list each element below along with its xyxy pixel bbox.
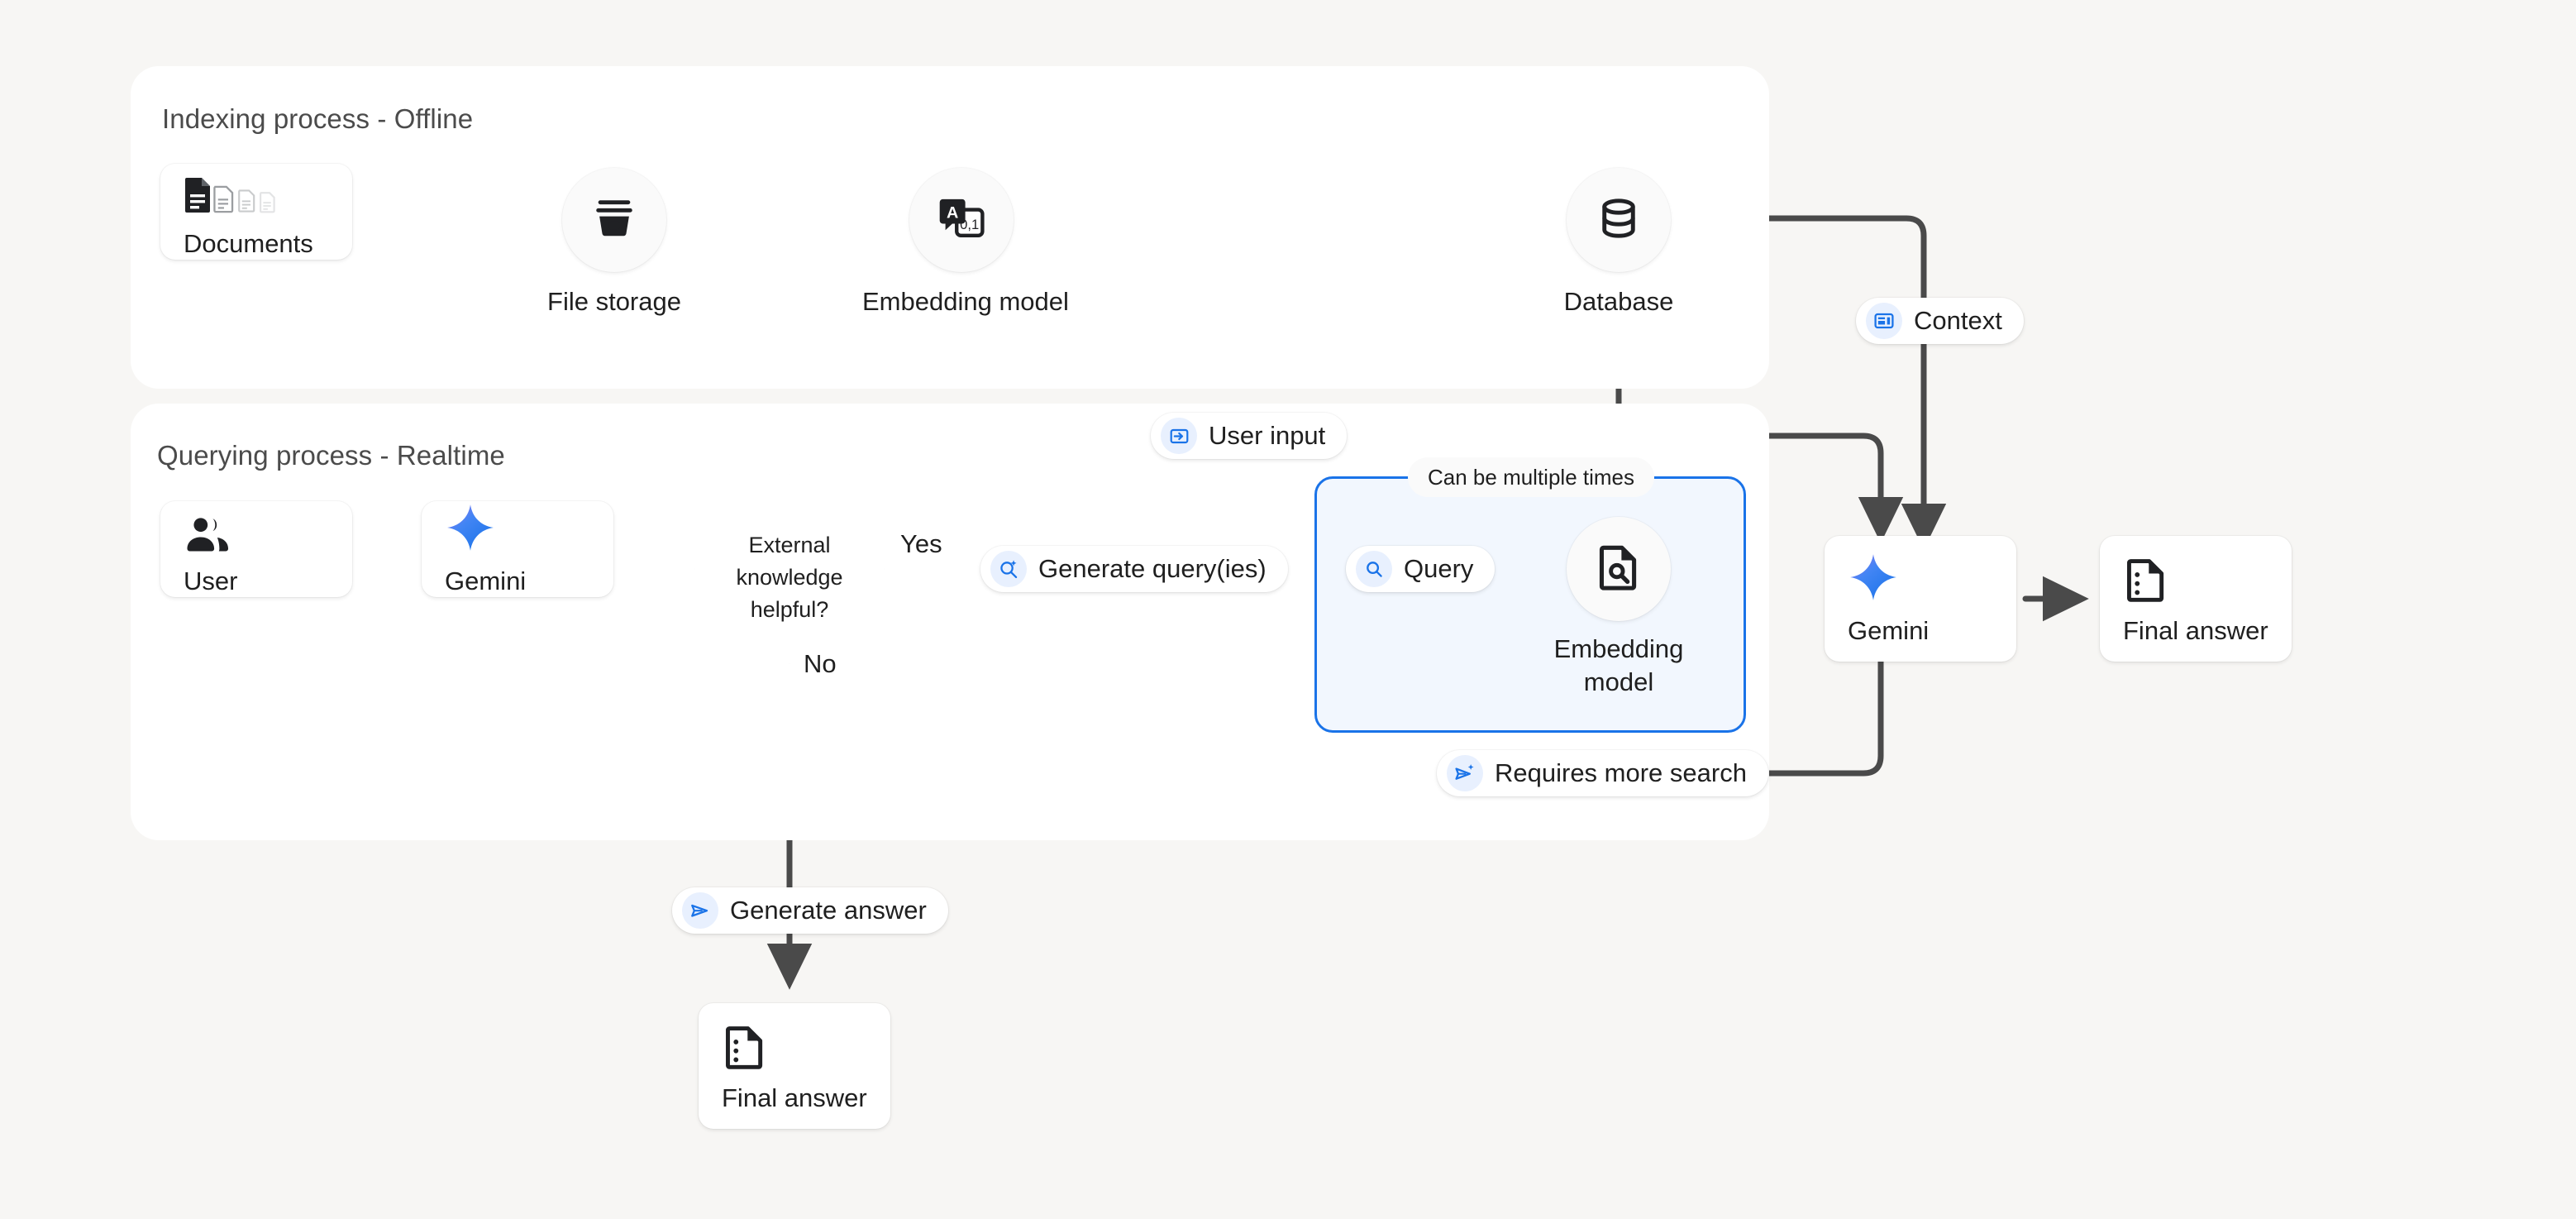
- database-label: Database: [1563, 287, 1674, 316]
- generate-query-pill-label: Generate query(ies): [1038, 554, 1267, 583]
- gemini-card-query-label: Gemini: [445, 566, 527, 596]
- gemini-card-query[interactable]: Gemini: [422, 501, 613, 597]
- generate-query-pill[interactable]: Generate query(ies): [980, 546, 1288, 592]
- generate-answer-pill[interactable]: Generate answer: [672, 887, 948, 934]
- context-pill[interactable]: Context: [1856, 298, 2024, 344]
- final-answer-card-right-label: Final answer: [2123, 616, 2268, 646]
- retrieval-loop-box: [1314, 476, 1746, 733]
- decision-line-3: helpful?: [750, 597, 829, 623]
- querying-panel-title: Querying process - Realtime: [157, 440, 505, 471]
- file-storage-icon: [590, 194, 638, 246]
- final-answer-card-bottom-label: Final answer: [722, 1083, 867, 1113]
- query-pill[interactable]: Query: [1346, 546, 1496, 592]
- requires-more-search-pill-label: Requires more search: [1495, 758, 1747, 787]
- documents-card[interactable]: Documents: [160, 164, 352, 260]
- file-storage-label: File storage: [547, 287, 681, 316]
- context-card-icon: [1866, 303, 1902, 339]
- embedding-model-node-indexing[interactable]: 0,1 A: [909, 168, 1014, 272]
- search-icon: [1356, 551, 1392, 587]
- gemini-card-right-label: Gemini: [1848, 616, 1930, 646]
- input-arrow-icon: [1161, 418, 1197, 454]
- query-pill-label: Query: [1404, 554, 1474, 583]
- gemini-card-right[interactable]: Gemini: [1825, 536, 2016, 662]
- gemini-sparkle-icon: [445, 502, 590, 553]
- user-input-pill[interactable]: User input: [1151, 413, 1348, 459]
- translate-embedding-icon: 0,1 A: [937, 194, 986, 247]
- user-group-icon: [184, 502, 329, 553]
- user-card-label: User: [184, 566, 238, 596]
- final-answer-doc-icon: [722, 1019, 867, 1070]
- final-answer-card-right[interactable]: Final answer: [2100, 536, 2292, 662]
- database-node[interactable]: [1567, 168, 1671, 272]
- decision-line-2: knowledge: [736, 565, 843, 590]
- final-answer-doc-icon: [2123, 552, 2268, 603]
- indexing-panel-title: Indexing process - Offline: [162, 103, 474, 134]
- user-card[interactable]: User: [160, 501, 352, 597]
- documents-icon: [184, 165, 329, 216]
- loop-note-pill: Can be multiple times: [1408, 457, 1654, 497]
- edge-label-yes: Yes: [900, 529, 942, 558]
- embedding-model-line-2: model: [1583, 667, 1654, 697]
- loop-note-label: Can be multiple times: [1428, 464, 1634, 490]
- user-input-pill-label: User input: [1209, 421, 1326, 450]
- search-sparkle-icon: [990, 551, 1027, 587]
- database-icon: [1596, 195, 1642, 246]
- edge-userinput-to-gemini-right: [1299, 433, 1904, 543]
- generate-answer-pill-label: Generate answer: [730, 896, 927, 925]
- send-sparkle-icon: [1447, 755, 1483, 791]
- embedding-model-node-query[interactable]: [1567, 517, 1671, 621]
- send-icon: [682, 892, 718, 929]
- context-pill-label: Context: [1914, 306, 2002, 335]
- embedding-model-label-indexing: Embedding model: [862, 287, 1069, 316]
- decision-line-1: External: [748, 533, 831, 557]
- embedding-model-label-query: Embedding model: [1536, 633, 1701, 700]
- final-answer-card-bottom[interactable]: Final answer: [699, 1003, 890, 1129]
- document-search-icon: [1595, 543, 1643, 595]
- gemini-sparkle-icon: [1848, 552, 1993, 603]
- documents-card-label: Documents: [184, 229, 313, 259]
- decision-diamond-text: External knowledge helpful?: [718, 529, 861, 626]
- svg-text:A: A: [947, 203, 958, 222]
- edge-label-no: No: [804, 649, 837, 678]
- edge-gemini-right-to-requiresmoresearch: [1729, 658, 1884, 777]
- file-storage-node[interactable]: [562, 168, 666, 272]
- embedding-model-line-1: Embedding: [1553, 634, 1684, 663]
- requires-more-search-pill[interactable]: Requires more search: [1437, 750, 1768, 796]
